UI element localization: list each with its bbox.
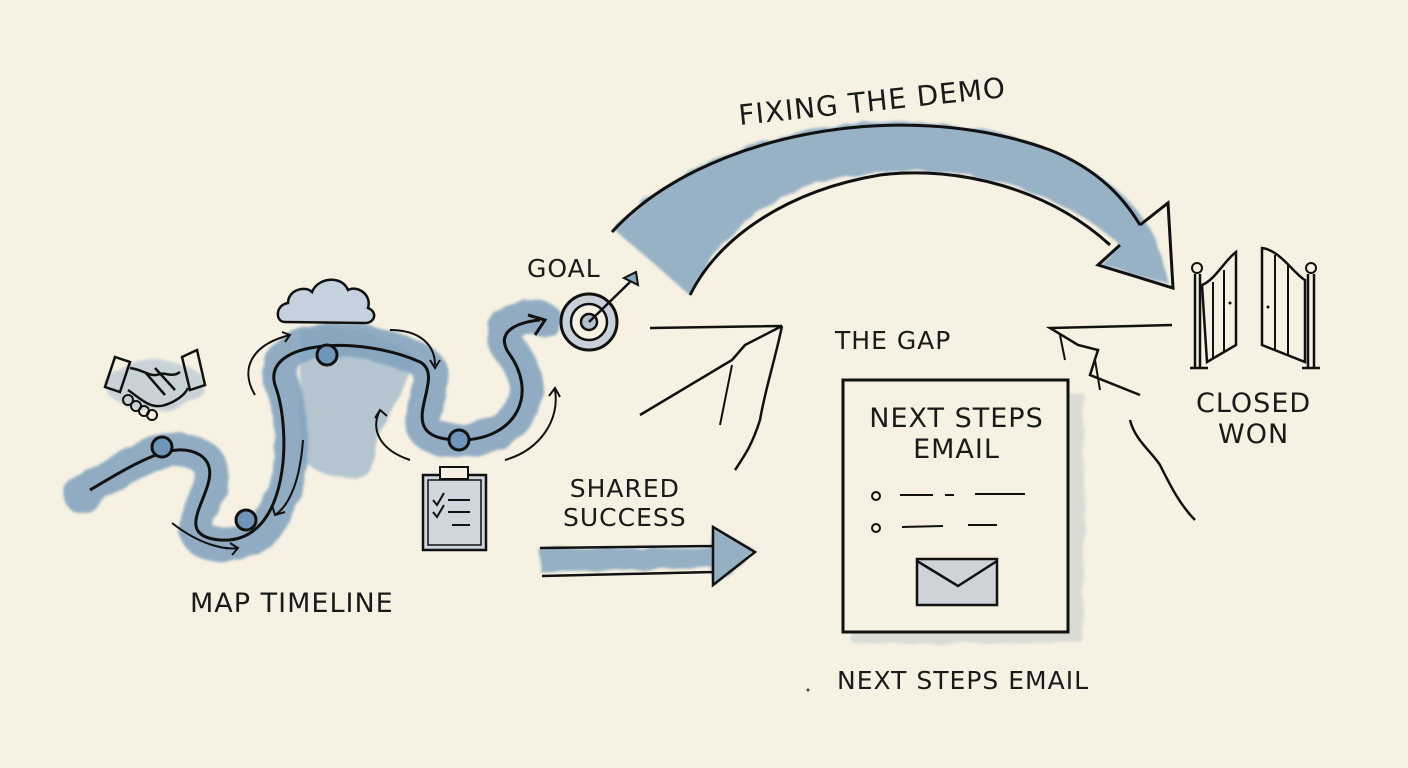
closed-won-line1: CLOSED	[1196, 388, 1312, 419]
shared-success-line1: SHARED	[569, 474, 680, 503]
timeline-node	[315, 343, 339, 367]
map-timeline-label: MAP TIMELINE	[190, 588, 394, 619]
cliff-right	[1045, 323, 1196, 521]
timeline-node	[234, 508, 258, 532]
closed-won-line2: WON	[1218, 419, 1290, 451]
handshake-icon	[103, 348, 207, 421]
card-title-line2: EMAIL	[913, 434, 1000, 466]
clipboard-checklist-icon	[421, 466, 488, 552]
gate-icon	[1190, 246, 1320, 370]
timeline-node	[447, 428, 471, 452]
fixing-the-demo-arrow	[610, 121, 1175, 296]
timeline-node	[150, 435, 174, 459]
cliff-left	[639, 324, 784, 471]
shared-success-line2: SUCCESS	[563, 502, 687, 532]
card-title: NEXT STEPS EMAIL	[864, 403, 1049, 465]
goal-label: GOAL	[527, 254, 601, 283]
timeline-path	[63, 299, 562, 562]
card-title-line1: NEXT STEPS	[869, 403, 1044, 434]
the-gap-label: THE GAP	[835, 326, 952, 355]
cloud-icon	[276, 278, 376, 325]
target-icon	[559, 270, 640, 352]
next-steps-email-caption: NEXT STEPS EMAIL	[837, 666, 1089, 695]
shared-success-arrow	[538, 524, 758, 588]
envelope-icon	[915, 557, 999, 607]
shared-success-label: SHARED SUCCESS	[563, 474, 687, 533]
closed-won-label: CLOSED WON	[1196, 388, 1311, 450]
